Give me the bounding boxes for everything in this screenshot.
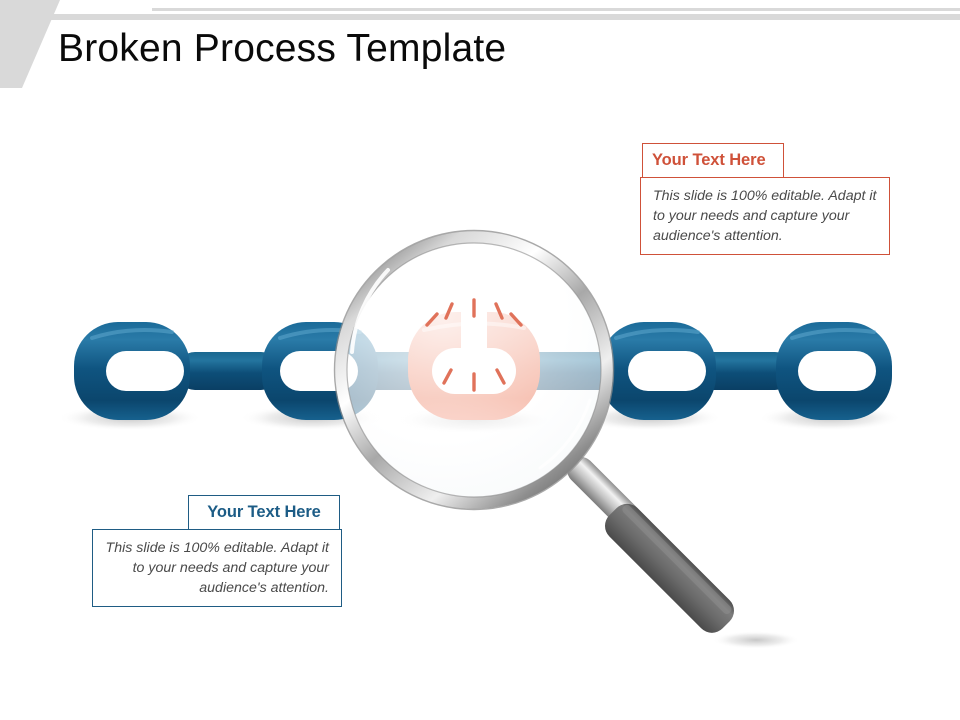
magnifier-handle: [567, 457, 800, 649]
page-title: Broken Process Template: [58, 27, 507, 70]
break-crack-marks: [425, 298, 523, 392]
callout-top-right-heading[interactable]: Your Text Here: [642, 143, 784, 178]
magnifier-ring: [333, 229, 615, 511]
chain-link-5: [776, 322, 892, 420]
callout-bottom-left: Your Text Here This slide is 100% editab…: [92, 495, 342, 607]
callout-top-right: Your Text Here This slide is 100% editab…: [640, 143, 890, 255]
callout-bottom-left-heading[interactable]: Your Text Here: [188, 495, 340, 530]
magnifier-glass: [346, 242, 602, 498]
chain-link-4: [600, 322, 716, 420]
callout-bottom-left-body[interactable]: This slide is 100% editable. Adapt it to…: [92, 529, 342, 607]
chain-link-1: [74, 322, 190, 420]
header-rule-thick: [0, 14, 960, 20]
header-rule-thin: [152, 8, 960, 11]
callout-top-right-body[interactable]: This slide is 100% editable. Adapt it to…: [640, 177, 890, 255]
